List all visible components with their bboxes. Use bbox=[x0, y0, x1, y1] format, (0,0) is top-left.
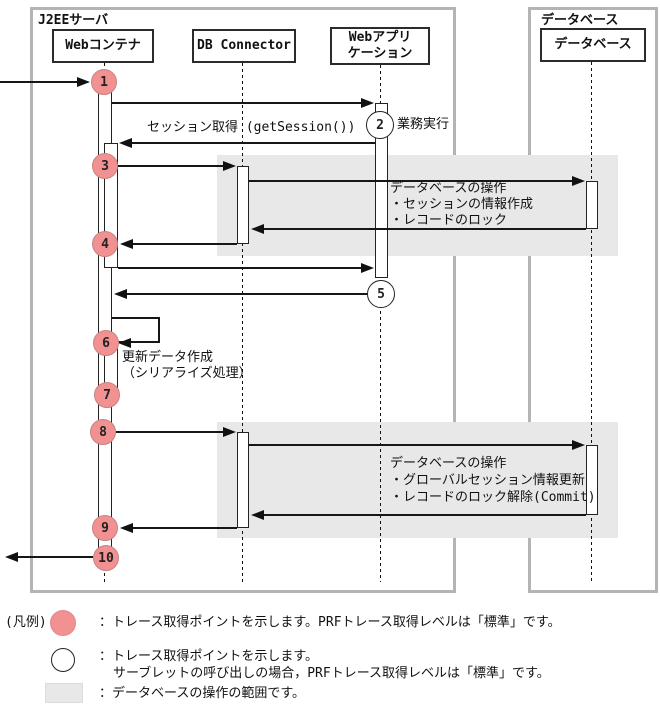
actor-db-connector: DB Connector bbox=[192, 29, 296, 63]
legend-red-trace-point-desc: ：トレース取得ポイントを示します。PRFトレース取得レベルは「標準」です。 bbox=[99, 615, 561, 630]
trace-point-9-number: 9 bbox=[101, 520, 109, 536]
lifeline-database bbox=[591, 62, 592, 582]
trace-point-7: 7 bbox=[94, 382, 120, 408]
arrow-call-database-2 bbox=[249, 444, 573, 446]
trace-point-9: 9 bbox=[92, 515, 118, 541]
actor-db-connector-label: DB Connector bbox=[197, 38, 291, 53]
trace-point-5: 5 bbox=[367, 280, 395, 308]
legend-heading: (凡例) bbox=[5, 615, 47, 630]
message-get-session-label: セッション取得 (getSession()) bbox=[147, 120, 356, 135]
trace-point-1-number: 1 bbox=[100, 74, 108, 90]
arrow-request-entry bbox=[0, 81, 78, 83]
trace-point-6: 6 bbox=[93, 330, 119, 356]
legend-red-trace-point-icon bbox=[50, 610, 76, 636]
activation-web-application bbox=[375, 103, 388, 278]
db-operation-2-title: データベースの操作 bbox=[390, 456, 507, 471]
trace-point-1: 1 bbox=[91, 69, 117, 95]
actor-database-label: データベース bbox=[554, 37, 632, 52]
message-update-data-line2: （シリアライズ処理） bbox=[122, 366, 252, 381]
legend-db-region-swatch bbox=[45, 683, 83, 703]
actor-web-application: Webアプリ ケーション bbox=[330, 27, 430, 65]
lifeline-db-connector bbox=[242, 63, 243, 582]
trace-point-5-number: 5 bbox=[377, 286, 385, 302]
trace-point-4-number: 4 bbox=[101, 236, 109, 252]
trace-point-8: 8 bbox=[90, 419, 116, 445]
trace-point-10: 10 bbox=[93, 545, 119, 571]
j2ee-server-frame bbox=[30, 7, 456, 593]
message-update-data-line1: 更新データ作成 bbox=[122, 350, 214, 365]
legend-db-region-desc: ：データベースの操作の範囲です。 bbox=[99, 686, 306, 701]
arrow-self-call-serialize bbox=[112, 317, 160, 343]
arrow-return-db-connector-1 bbox=[132, 243, 237, 245]
arrow-return-database-2 bbox=[263, 514, 586, 516]
j2ee-server-label: J2EEサーバ bbox=[38, 13, 109, 28]
arrow-call-web-application bbox=[112, 102, 362, 104]
arrow-return-database-1 bbox=[263, 228, 586, 230]
actor-web-container: Webコンテナ bbox=[52, 29, 154, 63]
db-operation-1-title: データベースの操作 bbox=[390, 181, 507, 196]
activation-db-connector-2 bbox=[237, 432, 249, 528]
db-operation-region-2 bbox=[217, 422, 618, 538]
legend-white-trace-point-icon bbox=[51, 648, 75, 672]
arrow-call-database-1 bbox=[249, 180, 573, 182]
trace-point-4: 4 bbox=[92, 231, 118, 257]
db-operation-2-item2: ・レコードのロック解除(Commit) bbox=[390, 490, 596, 505]
trace-point-3: 3 bbox=[92, 153, 118, 179]
message-business-exec-label: 業務実行 bbox=[397, 117, 450, 132]
trace-point-2: 2 bbox=[366, 111, 394, 139]
arrow-call-db-connector-2 bbox=[116, 431, 224, 433]
arrow-response-exit bbox=[17, 556, 93, 558]
actor-web-container-label: Webコンテナ bbox=[65, 38, 141, 53]
arrow-call-db-connector-1 bbox=[117, 165, 224, 167]
db-operation-1-item2: ・レコードのロック bbox=[390, 213, 508, 228]
arrow-return-web-application bbox=[126, 293, 368, 295]
trace-point-7-number: 7 bbox=[103, 387, 111, 403]
trace-point-10-number: 10 bbox=[98, 550, 114, 566]
database-frame bbox=[528, 7, 658, 593]
database-frame-label: データベース bbox=[541, 13, 619, 28]
arrow-call-web-application-2 bbox=[118, 267, 362, 269]
db-operation-2-text: データベースの操作 ・グローバルセッション情報更新 ・レコードのロック解除(Co… bbox=[390, 455, 596, 506]
trace-point-8-number: 8 bbox=[99, 424, 107, 440]
trace-point-6-number: 6 bbox=[102, 335, 110, 351]
lifeline-web-application bbox=[380, 65, 381, 582]
actor-web-application-label-line1: Webアプリ bbox=[348, 30, 412, 45]
actor-web-application-label-line2: ケーション bbox=[347, 46, 413, 61]
arrow-self-call-serialize-head bbox=[118, 338, 131, 348]
activation-database-1 bbox=[586, 181, 598, 229]
db-operation-1-text: データベースの操作 ・セッションの情報作成 ・レコードのロック bbox=[390, 181, 533, 229]
db-operation-region-1 bbox=[217, 155, 618, 256]
arrow-return-get-session bbox=[131, 142, 375, 144]
db-operation-1-item1: ・セッションの情報作成 bbox=[390, 197, 534, 212]
arrow-return-db-connector-2 bbox=[132, 527, 237, 529]
message-update-data-label: 更新データ作成 （シリアライズ処理） bbox=[122, 350, 252, 382]
legend-white-trace-point-desc-line2: サーブレットの呼び出しの場合，PRFトレース取得レベルは「標準」です。 bbox=[113, 666, 550, 681]
trace-point-3-number: 3 bbox=[101, 158, 109, 174]
activation-database-2 bbox=[586, 445, 598, 515]
activation-db-connector-1 bbox=[237, 166, 249, 244]
actor-database: データベース bbox=[540, 28, 646, 62]
db-operation-2-item1: ・グローバルセッション情報更新 bbox=[390, 473, 585, 488]
trace-point-2-number: 2 bbox=[376, 117, 384, 133]
legend-white-trace-point-desc-line1: ：トレース取得ポイントを示します。 bbox=[99, 649, 319, 664]
